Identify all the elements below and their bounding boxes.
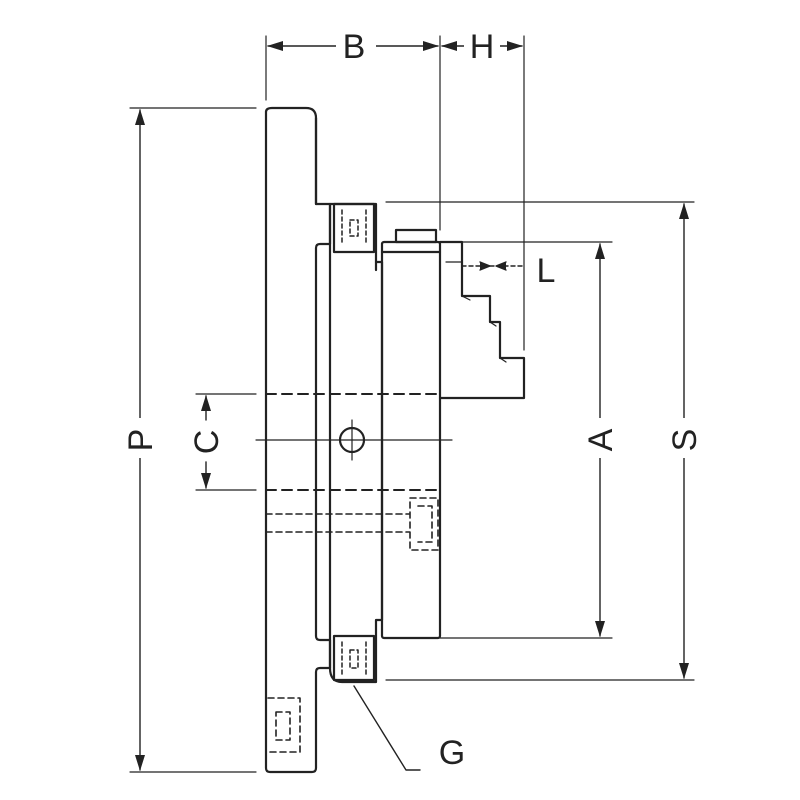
jaw-top-cap	[394, 228, 438, 244]
label-G: G	[439, 734, 465, 772]
label-A: A	[582, 428, 620, 451]
label-C: C	[188, 430, 226, 455]
top-bolt-hex	[341, 209, 367, 245]
bottom-bolt-hex	[341, 641, 367, 677]
label-S: S	[666, 429, 704, 452]
dim-L-arrows	[479, 261, 507, 271]
extension-lines	[129, 35, 695, 773]
jaw-stepped-profile	[438, 240, 526, 400]
label-B: B	[343, 28, 366, 66]
top-bolt-head	[332, 202, 376, 254]
label-P: P	[122, 429, 160, 452]
jaw-step-shading	[445, 261, 507, 363]
label-L: L	[537, 252, 556, 290]
bottom-bolt-head	[332, 634, 376, 682]
leader-G	[353, 685, 421, 771]
adjust-screw-hidden	[265, 497, 439, 551]
dimension-lines	[135, 41, 689, 771]
plate-mount-bolt-hidden	[267, 697, 301, 753]
chuck-body-outline	[328, 202, 384, 684]
back-plate-outline	[264, 106, 332, 774]
label-H: H	[470, 28, 495, 66]
